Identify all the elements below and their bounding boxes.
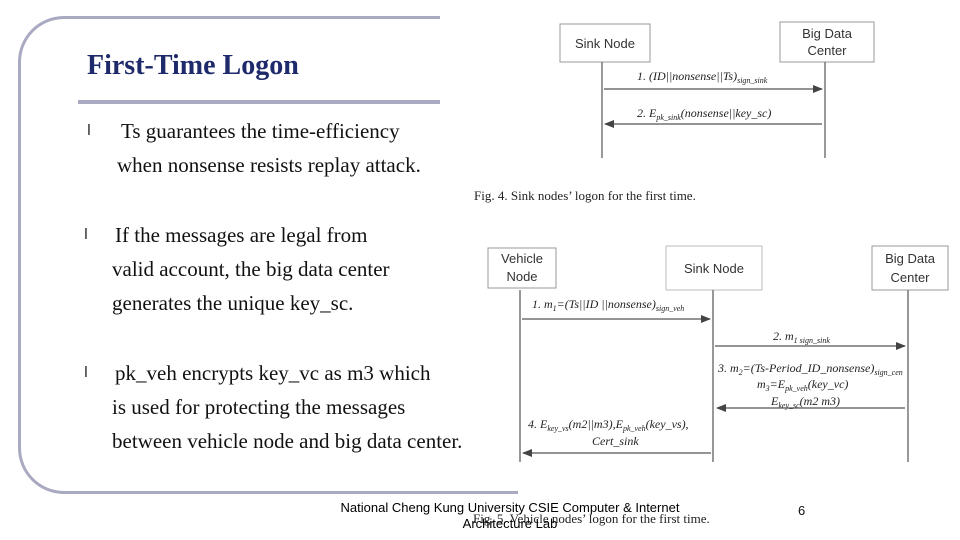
fig4-sink-node-label: Sink Node xyxy=(575,36,635,51)
bullet-3-line-3: between vehicle node and big data center… xyxy=(112,429,463,453)
frame-gap xyxy=(440,10,530,22)
bullet-2-line-3: generates the unique key_sc. xyxy=(112,291,354,315)
fig5-msg4-line1-sub2: pk_veh xyxy=(622,424,646,433)
fig5-msg2-sub: 1 sign_sink xyxy=(794,336,831,345)
fig5-vehicle-label-1: Vehicle xyxy=(501,251,543,266)
bullet-2-line-1: If the messages are legal from xyxy=(115,223,368,247)
fig5-msg3-line3-rest: (m2 m3) xyxy=(800,394,840,408)
footer-line-1: National Cheng Kung University CSIE Comp… xyxy=(340,500,680,515)
fig5-msg1-mid: =(Ts||ID ||nonsense) xyxy=(557,297,656,311)
fig5-msg3-line2-main: m xyxy=(757,377,766,391)
fig5-sink-node-box xyxy=(665,245,763,291)
fig5-msg4-line1-main: 4. E xyxy=(528,417,548,431)
fig4-msg1-sub: sign_sink xyxy=(737,76,768,85)
fig5-big-data-label-2: Center xyxy=(890,270,930,285)
fig4-big-data-label-2: Center xyxy=(807,43,847,58)
bullet-3: l pk_veh encrypts key_vc as m3 which is … xyxy=(84,356,463,458)
fig5-msg3-line2-mid: =E xyxy=(770,377,786,391)
fig4-caption: Fig. 4. Sink nodes’ logon for the first … xyxy=(474,188,696,203)
fig5-msg3-line1-sub2: sign_cen xyxy=(874,368,902,377)
fig5-msg3-line3-main: E xyxy=(770,394,779,408)
bullet-3-line-1: pk_veh encrypts key_vc as m3 which xyxy=(115,361,431,385)
bullet-marker: l xyxy=(84,365,88,381)
slide-title: First-Time Logon xyxy=(87,50,299,81)
fig5-big-data-box xyxy=(871,245,949,291)
bullet-1: l Ts guarantees the time-efficiency when… xyxy=(87,114,421,182)
fig5-msg4-line1-sub1: key_vs xyxy=(547,424,568,433)
fig5-msg3-line2: m3=Epk_veh(key_vc) xyxy=(757,377,848,393)
bullet-marker: l xyxy=(84,227,88,243)
fig5-msg4-line1-rest: (key_vs), xyxy=(646,417,689,431)
fig4-sink-node-box xyxy=(559,23,651,63)
slide-frame xyxy=(18,16,518,494)
bullet-1-line-1: Ts guarantees the time-efficiency xyxy=(121,119,400,143)
title-rule xyxy=(78,100,440,104)
fig5-sink-node-label: Sink Node xyxy=(684,261,744,276)
fig5-vehicle-label-2: Node xyxy=(506,269,537,284)
fig5-msg4-line1: 4. Ekey_vs(m2||m3),Epk_veh(key_vs), xyxy=(528,417,689,433)
fig5-msg3-line2-sub1: 3 xyxy=(765,384,770,393)
fig5-diagram: Vehicle Node Sink Node Big Data Center 1… xyxy=(473,245,949,526)
fig4-diagram: Sink Node Big Data Center 1. (ID||nonsen… xyxy=(474,21,875,203)
fig5-msg4-line2: Cert_sink xyxy=(592,434,639,448)
fig5-msg1-sub2: sign_veh xyxy=(656,304,684,313)
footer-line-2: Architecture Lab xyxy=(462,516,558,531)
fig5-msg4-line1-mid: (m2||m3),E xyxy=(569,417,624,431)
fig5-caption: Fig. 5. Vehicle nodes’ logon for the fir… xyxy=(473,511,710,526)
fig5-msg3-line2-rest: (key_vc) xyxy=(808,377,849,391)
fig5-msg3-line1: 3. m2=(Ts-Period_ID_nonsense)sign_cen xyxy=(717,361,903,377)
fig4-big-data-box xyxy=(779,21,875,63)
fig5-msg1-sub1: 1 xyxy=(553,304,557,313)
bullet-3-line-2: is used for protecting the messages xyxy=(112,395,406,419)
footer: National Cheng Kung University CSIE Comp… xyxy=(325,500,695,532)
fig4-msg1: 1. (ID||nonsense||Ts)sign_sink xyxy=(637,69,768,85)
fig5-msg3-line1-main: 3. m xyxy=(717,361,739,375)
fig5-msg3-line3: Ekey_sc(m2 m3) xyxy=(770,394,840,410)
fig5-msg3-line1-mid: =(Ts-Period_ID_nonsense) xyxy=(743,361,875,375)
fig5-msg3-line3-sub: key_sc xyxy=(778,401,800,410)
bullet-2: l If the messages are legal from valid a… xyxy=(84,218,390,320)
fig4-msg2-main: 2. E xyxy=(637,106,657,120)
page-number: 6 xyxy=(798,503,806,518)
bullet-1-line-2: when nonsense resists replay attack. xyxy=(117,153,421,177)
fig5-msg1-main: 1. m xyxy=(532,297,553,311)
fig4-big-data-label-1: Big Data xyxy=(802,26,853,41)
bullet-marker: l xyxy=(87,123,91,139)
fig5-msg3-line1-sub1: 2 xyxy=(739,368,743,377)
fig4-msg1-main: 1. (ID||nonsense||Ts) xyxy=(637,69,737,83)
fig5-msg2-main: 2. m xyxy=(773,329,794,343)
fig4-msg2: 2. Epk_sink(nonsense||key_sc) xyxy=(637,106,771,122)
bullet-2-line-2: valid account, the big data center xyxy=(112,257,390,281)
fig5-vehicle-node-box xyxy=(487,247,557,289)
fig5-big-data-label-1: Big Data xyxy=(885,251,936,266)
fig5-msg2: 2. m1 sign_sink xyxy=(773,329,830,345)
fig5-msg1: 1. m1=(Ts||ID ||nonsense)sign_veh xyxy=(532,297,684,313)
fig5-msg3-line2-sub2: pk_veh xyxy=(784,384,808,393)
fig4-msg2-rest: (nonsense||key_sc) xyxy=(681,106,772,120)
fig4-msg2-sub: pk_sink xyxy=(655,113,681,122)
